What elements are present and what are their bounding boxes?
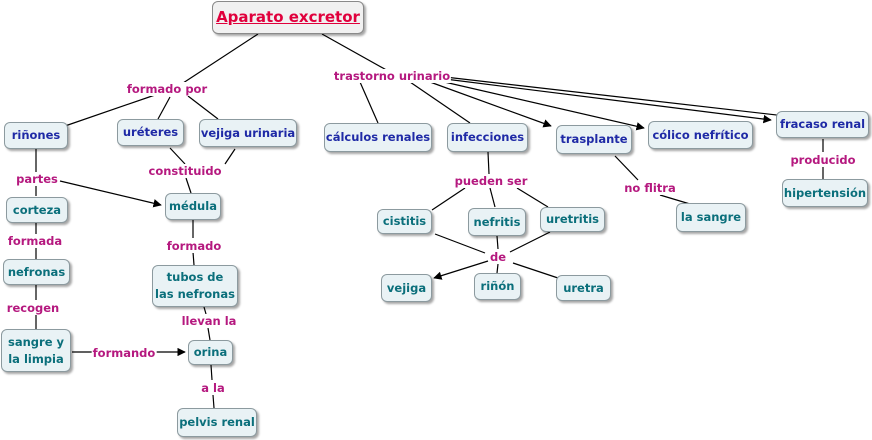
node-pelvis-renal[interactable]: pelvis renal bbox=[177, 408, 257, 437]
node-ureteres[interactable]: uréteres bbox=[117, 119, 184, 146]
link-partes: partes bbox=[15, 172, 59, 186]
link-llevan-la: llevan la bbox=[180, 314, 238, 328]
link-no-filtra: no flitra bbox=[623, 181, 677, 195]
node-nefronas[interactable]: nefronas bbox=[3, 259, 70, 285]
node-trasplante[interactable]: trasplante bbox=[556, 125, 632, 154]
link-recogen: recogen bbox=[5, 301, 61, 315]
link-formando: formando bbox=[91, 346, 157, 360]
node-fracaso-renal[interactable]: fracaso renal bbox=[776, 111, 869, 138]
node-rinones[interactable]: riñones bbox=[4, 122, 68, 149]
node-colico-nefritico[interactable]: cólico nefrítico bbox=[648, 121, 753, 149]
node-uretritis[interactable]: uretritis bbox=[540, 207, 605, 232]
link-constituido: constituido bbox=[147, 164, 223, 178]
node-orina[interactable]: orina bbox=[188, 340, 233, 365]
node-rinon[interactable]: riñón bbox=[474, 273, 521, 300]
link-trastorno-urinario: trastorno urinario bbox=[332, 69, 452, 83]
node-aparato-excretor[interactable]: Aparato excretor bbox=[212, 1, 364, 34]
node-calculos-renales[interactable]: cálculos renales bbox=[324, 123, 432, 152]
link-pueden-ser: pueden ser bbox=[453, 174, 529, 188]
link-producido: producido bbox=[789, 153, 857, 167]
node-hipertension[interactable]: hipertensión bbox=[782, 179, 868, 207]
node-uretra[interactable]: uretra bbox=[556, 275, 611, 301]
link-formada: formada bbox=[6, 234, 64, 248]
link-formado: formado bbox=[165, 239, 223, 253]
node-infecciones[interactable]: infecciones bbox=[447, 123, 528, 152]
link-formado-por: formado por bbox=[125, 82, 209, 96]
node-corteza[interactable]: corteza bbox=[6, 197, 68, 223]
link-de: de bbox=[488, 250, 508, 264]
node-medula[interactable]: médula bbox=[165, 193, 221, 220]
link-a-la: a la bbox=[200, 381, 226, 395]
node-cistitis[interactable]: cistitis bbox=[377, 209, 432, 234]
node-tubos-nefronas[interactable]: tubos de las nefronas bbox=[152, 265, 238, 307]
node-sangre-limpia[interactable]: sangre y la limpia bbox=[1, 329, 71, 372]
node-nefritis[interactable]: nefritis bbox=[468, 208, 526, 236]
node-la-sangre[interactable]: la sangre bbox=[676, 203, 746, 232]
node-vejiga-urinaria[interactable]: vejiga urinaria bbox=[199, 119, 297, 147]
node-vejiga[interactable]: vejiga bbox=[381, 274, 432, 302]
